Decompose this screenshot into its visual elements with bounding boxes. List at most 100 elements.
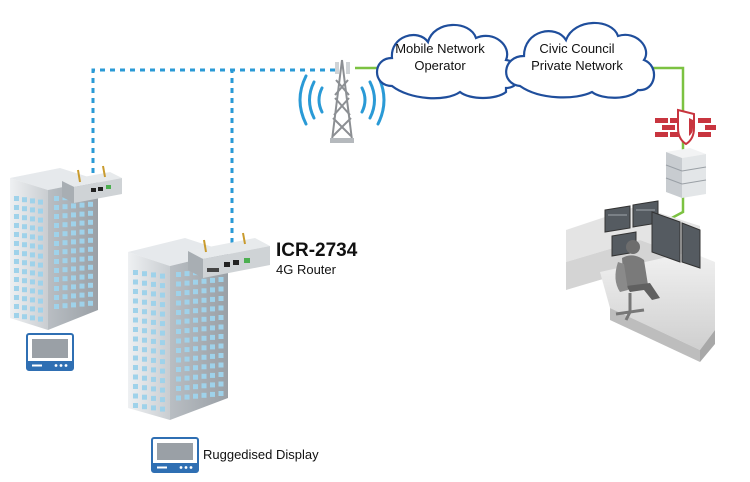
window (151, 319, 156, 325)
window (30, 198, 35, 204)
window (184, 366, 190, 372)
window (176, 300, 181, 306)
window (133, 403, 138, 408)
window (38, 235, 43, 241)
window (201, 345, 207, 351)
window (38, 253, 43, 259)
window (184, 271, 190, 277)
window (62, 267, 68, 273)
window (151, 405, 156, 411)
window (22, 224, 27, 230)
window (210, 382, 215, 388)
window (62, 276, 68, 282)
window (22, 251, 27, 257)
window (22, 269, 27, 275)
window (160, 283, 165, 289)
window (14, 196, 19, 201)
display-caption: Ruggedised Display (203, 447, 319, 462)
router-icon (62, 165, 122, 203)
window (193, 327, 198, 333)
window (30, 288, 35, 294)
window (62, 258, 68, 264)
window (54, 241, 59, 246)
window (218, 286, 224, 292)
window (30, 279, 35, 285)
window (160, 330, 165, 336)
building-icon (128, 238, 228, 420)
window (133, 327, 138, 332)
window (14, 223, 19, 228)
window (142, 375, 147, 381)
window (210, 306, 215, 312)
window (133, 317, 138, 323)
window (22, 278, 27, 284)
window (151, 348, 156, 354)
window (54, 214, 59, 219)
window (151, 367, 156, 373)
window (193, 355, 198, 361)
window (151, 395, 156, 401)
window (54, 205, 59, 210)
window (88, 255, 93, 261)
window (142, 337, 147, 343)
window (79, 229, 85, 235)
window (22, 260, 27, 266)
window (184, 280, 190, 286)
window (210, 344, 215, 350)
window (38, 298, 43, 304)
window (193, 393, 198, 399)
window (22, 314, 27, 320)
window (22, 305, 27, 311)
window (193, 308, 198, 314)
operator-figure (615, 240, 660, 321)
window (218, 353, 224, 358)
window (14, 250, 19, 255)
router-type-label: 4G Router (276, 262, 336, 277)
window (30, 252, 35, 258)
window (176, 319, 181, 325)
window (142, 347, 147, 353)
window (88, 210, 93, 216)
window (54, 223, 59, 228)
window (14, 241, 19, 246)
window (62, 294, 68, 300)
window (14, 259, 19, 264)
window (71, 230, 76, 236)
window (14, 313, 19, 318)
window (62, 213, 68, 219)
cloud-icon (376, 23, 521, 100)
window (184, 394, 190, 400)
window (79, 292, 85, 298)
wired-link-cloud-firewall (640, 66, 685, 118)
window (201, 383, 207, 389)
wireless-links (91, 68, 335, 243)
window (142, 271, 147, 277)
window (142, 280, 147, 286)
window (184, 318, 190, 324)
window (133, 279, 138, 285)
window (71, 203, 76, 209)
window (54, 268, 59, 273)
window (210, 391, 215, 397)
window (62, 249, 68, 255)
window (22, 215, 27, 221)
window (218, 305, 224, 311)
window (210, 287, 215, 293)
window (30, 234, 35, 240)
window (71, 212, 76, 218)
window (142, 356, 147, 362)
window (38, 289, 43, 295)
window (142, 404, 147, 410)
window (62, 285, 68, 291)
window (210, 325, 215, 331)
cloud-label-operator-text: Mobile Network Operator (395, 41, 485, 73)
window (71, 248, 76, 254)
window (184, 309, 190, 315)
window (133, 365, 138, 370)
window (71, 275, 76, 281)
window (210, 315, 215, 321)
window (71, 302, 76, 308)
window (160, 387, 165, 393)
window (54, 259, 59, 264)
window (30, 315, 35, 321)
